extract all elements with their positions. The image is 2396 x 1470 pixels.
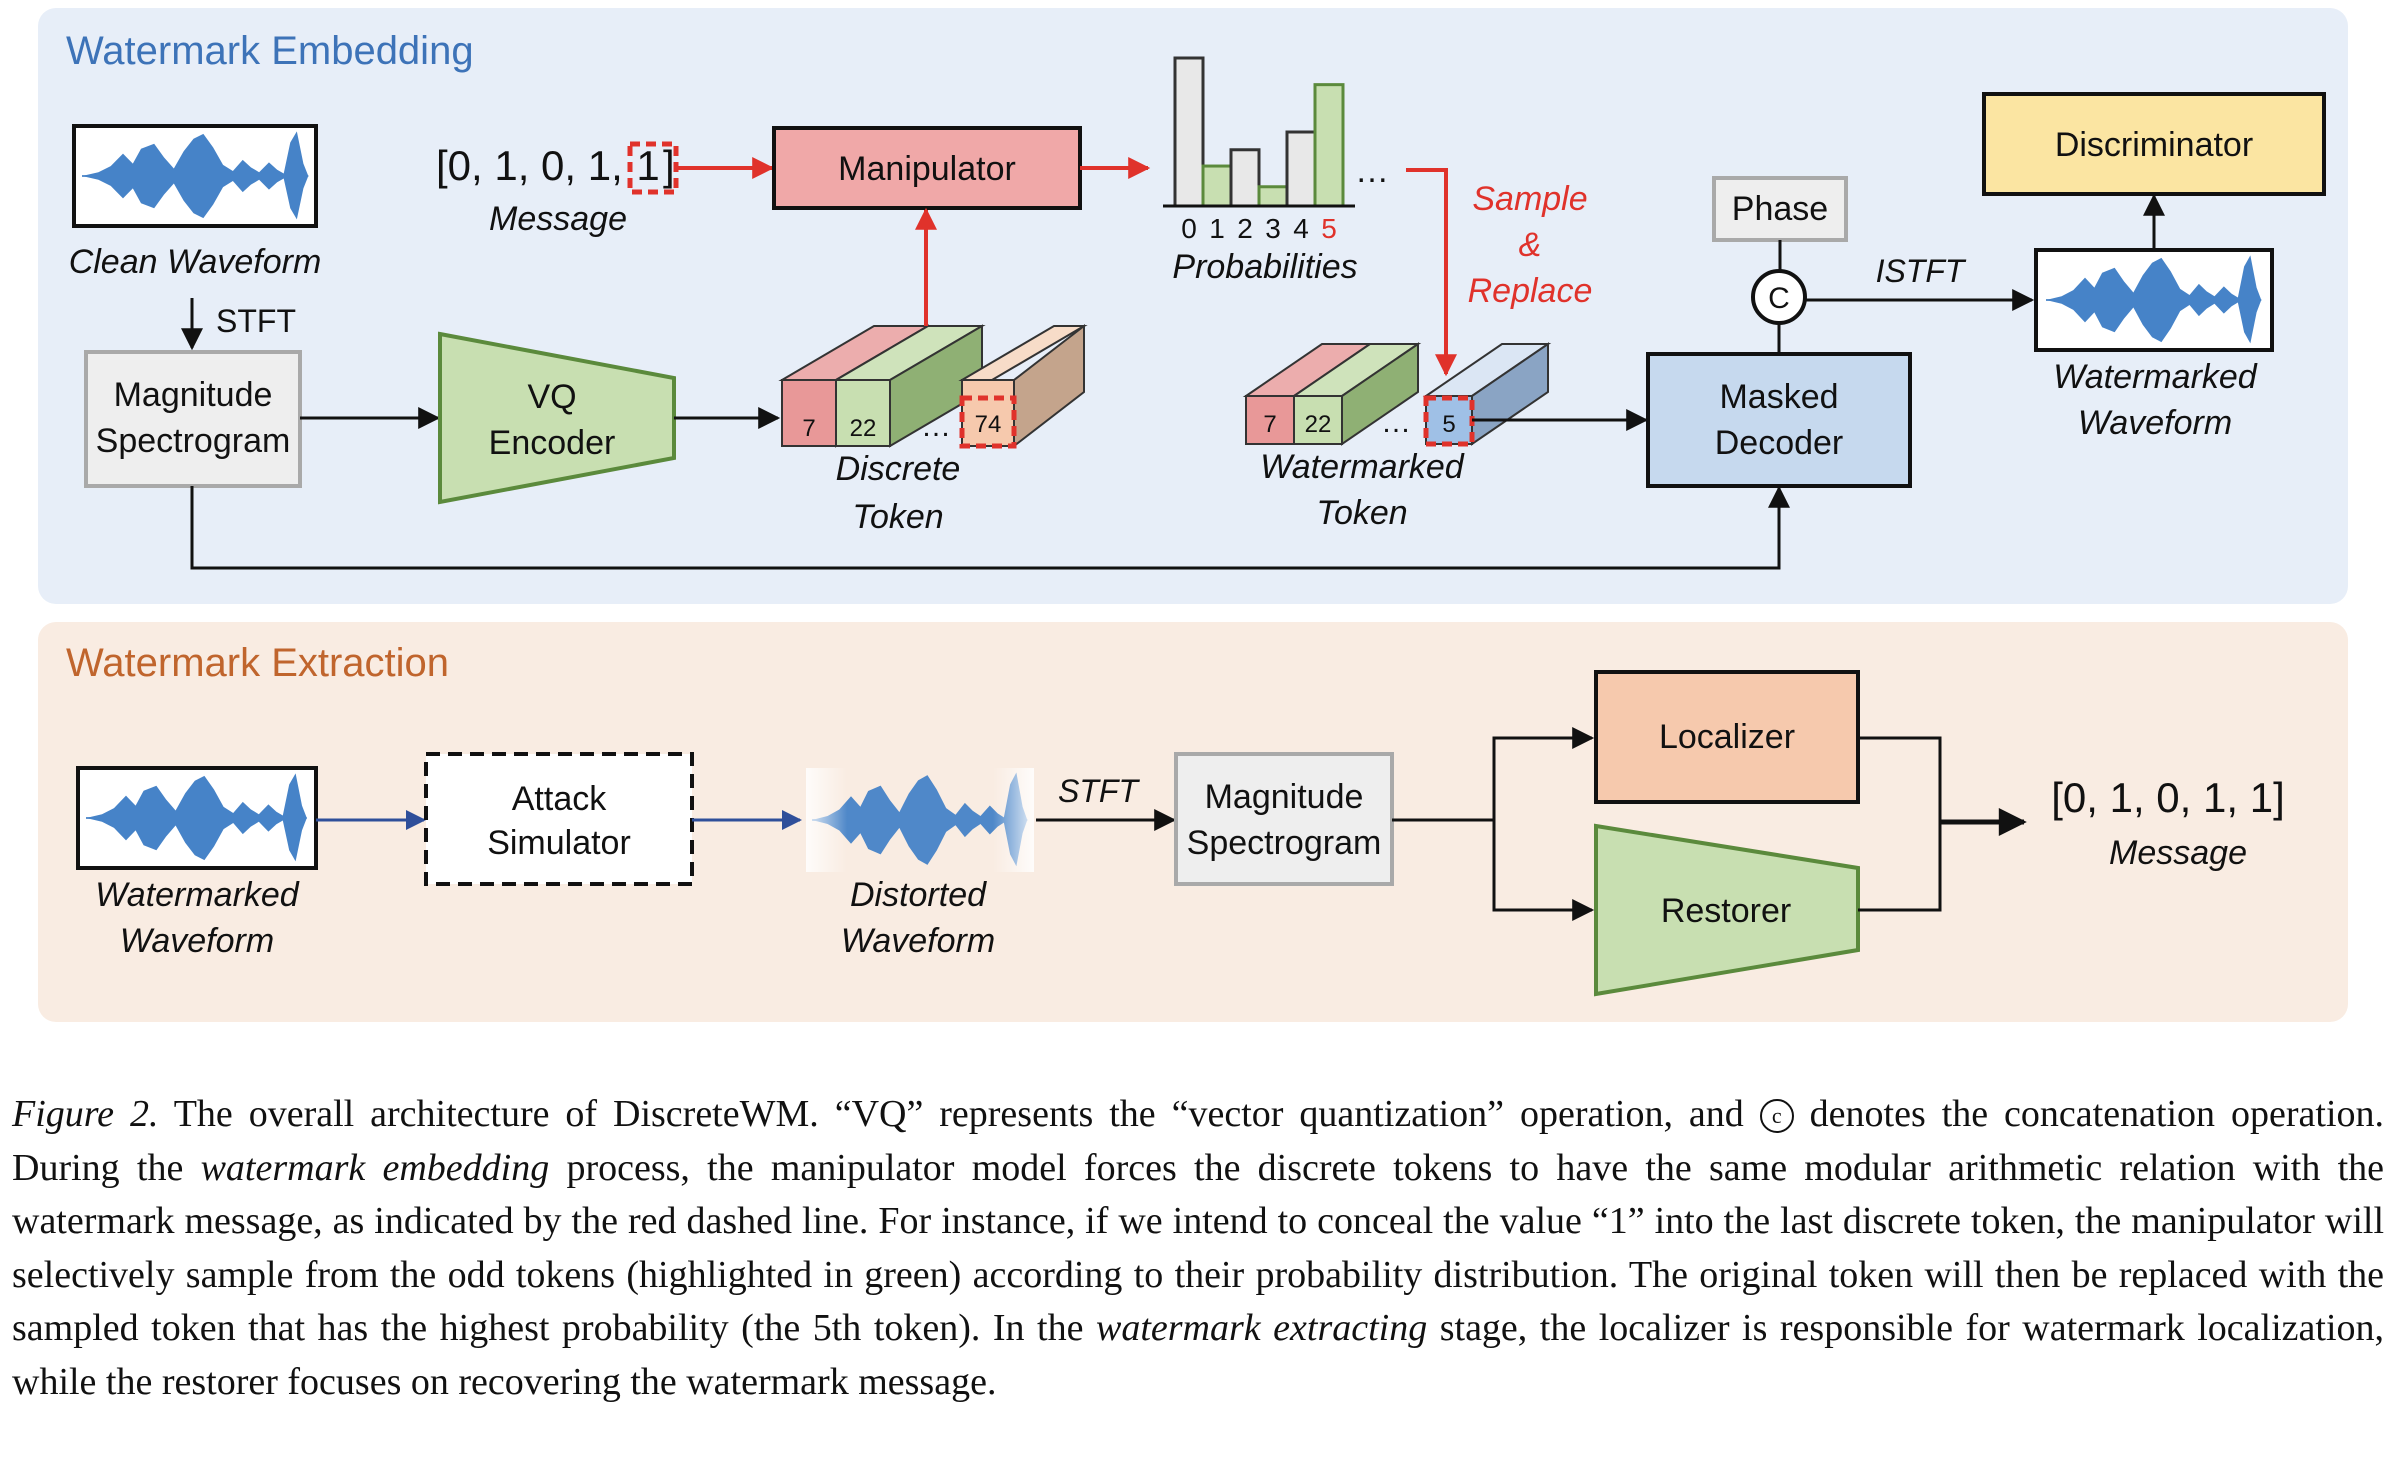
red-dashed-sample-path bbox=[1406, 168, 1457, 377]
embedding-message-last-bit: 1 bbox=[636, 142, 659, 189]
probability-tick-2: 2 bbox=[1237, 213, 1253, 244]
stft-label: STFT bbox=[216, 303, 296, 339]
discrete-token-1: 7 bbox=[802, 415, 815, 442]
probability-bar-1 bbox=[1201, 164, 1233, 208]
embedding-title: Watermark Embedding bbox=[66, 29, 474, 73]
watermarked-waveform-label-line1: Watermarked bbox=[2053, 358, 2258, 396]
circled-c-icon bbox=[1751, 269, 1807, 325]
caption-part2: denotes the concatenation operation. Dur… bbox=[12, 1093, 2384, 1189]
embedding-message-prefix: [0, 1, 0, 1, bbox=[436, 142, 623, 189]
restorer-label: Restorer bbox=[1661, 892, 1791, 930]
discrete-token-last: 74 bbox=[975, 411, 1002, 438]
extraction-magnitude-line2: Spectrogram bbox=[1187, 824, 1382, 862]
masked-decoder-label-line2: Decoder bbox=[1715, 424, 1844, 462]
vq-encoder bbox=[438, 331, 676, 505]
extraction-watermarked-label-line1: Watermarked bbox=[95, 876, 300, 914]
concat-symbol: C bbox=[1768, 282, 1790, 315]
discrete-token-ellipsis: … bbox=[921, 410, 951, 443]
masked-decoder-box bbox=[1646, 352, 1912, 488]
extraction-title: Watermark Extraction bbox=[66, 641, 449, 685]
masked-decoder-label-line1: Masked bbox=[1719, 378, 1838, 416]
watermarked-token-label-line2: Token bbox=[1316, 494, 1407, 532]
probabilities-ellipsis: … bbox=[1355, 152, 1389, 190]
magnitude-label-line2: Spectrogram bbox=[96, 422, 291, 460]
probability-bar-5 bbox=[1313, 83, 1345, 208]
distorted-waveform-label-line2: Waveform bbox=[841, 922, 995, 960]
probability-tick-1: 1 bbox=[1209, 213, 1225, 244]
figure-caption: Figure 2. The overall architecture of Di… bbox=[12, 1088, 2384, 1409]
embedding-message-close: ] bbox=[663, 142, 675, 189]
extraction-watermarked-label-line2: Waveform bbox=[120, 922, 274, 960]
discriminator-box bbox=[1982, 92, 2326, 196]
probability-bar-4 bbox=[1285, 130, 1317, 208]
architecture-diagram: Watermark Embedding Clean Waveform STFT … bbox=[38, 8, 2348, 1022]
attack-simulator-label-line2: Simulator bbox=[487, 824, 631, 862]
branch-to-restorer bbox=[1492, 820, 1595, 921]
probabilities-label: Probabilities bbox=[1172, 248, 1357, 286]
embedding-message-label: Message bbox=[489, 200, 627, 238]
magnitude-label-line1: Magnitude bbox=[114, 376, 273, 414]
probability-tick-0: 0 bbox=[1181, 213, 1197, 244]
probabilities-bar-chart bbox=[1163, 56, 1355, 208]
watermarked-token-ellipsis: … bbox=[1381, 406, 1411, 439]
message-last-bit-highlight bbox=[627, 141, 679, 195]
ampersand-label: & bbox=[1519, 226, 1542, 264]
caption-part1: The overall architecture of DiscreteWM. … bbox=[158, 1093, 1760, 1135]
skip-connection-to-decoder bbox=[190, 485, 1790, 570]
watermarked-token-label-line1: Watermarked bbox=[1260, 448, 1465, 486]
caption-part4: stage, the localizer is responsible for … bbox=[12, 1307, 2384, 1403]
istft-label: ISTFT bbox=[1876, 253, 1967, 289]
extraction-magnitude-line1: Magnitude bbox=[1205, 778, 1364, 816]
watermarked-waveform-label-line2: Waveform bbox=[2078, 404, 2232, 442]
caption-part3: process, the manipulator model forces th… bbox=[12, 1146, 2385, 1350]
discrete-token-last-highlight bbox=[959, 395, 1017, 449]
extraction-magnitude-box bbox=[1174, 752, 1394, 886]
watermarked-token-last: 5 bbox=[1442, 411, 1455, 438]
phase-box bbox=[1712, 176, 1848, 242]
restorer-box bbox=[1594, 823, 1860, 997]
caption-em-extracting: watermark extracting bbox=[1096, 1307, 1428, 1349]
magnitude-spectrogram-box bbox=[84, 350, 302, 488]
caption-figure-label: Figure 2. bbox=[12, 1093, 159, 1135]
distorted-waveform bbox=[806, 768, 1034, 872]
extracted-message-label: Message bbox=[2109, 834, 2247, 872]
probability-bar-2 bbox=[1229, 148, 1261, 208]
watermarked-token-2: 22 bbox=[1305, 411, 1332, 438]
clean-waveform-label: Clean Waveform bbox=[69, 243, 322, 281]
sample-label: Sample bbox=[1472, 180, 1587, 218]
manipulator-box bbox=[772, 126, 1082, 210]
extraction-stft-label: STFT bbox=[1058, 773, 1140, 809]
discriminator-label: Discriminator bbox=[2055, 126, 2253, 164]
probability-tick-3: 3 bbox=[1265, 213, 1281, 244]
probability-bar-3 bbox=[1257, 185, 1289, 208]
circled-c-icon: c bbox=[1759, 1099, 1794, 1133]
discrete-token-2: 22 bbox=[850, 415, 877, 442]
watermarked-token-1: 7 bbox=[1263, 411, 1276, 438]
vq-encoder-label-line1: VQ bbox=[527, 378, 576, 416]
manipulator-label: Manipulator bbox=[838, 150, 1016, 188]
localizer-label: Localizer bbox=[1659, 718, 1795, 756]
branch-to-localizer bbox=[1492, 727, 1595, 820]
attack-simulator-box bbox=[424, 752, 694, 886]
discrete-token-label-line2: Token bbox=[852, 498, 943, 536]
probability-bar-0 bbox=[1173, 56, 1205, 208]
distorted-waveform-label-line1: Distorted bbox=[850, 876, 987, 914]
vq-encoder-label-line2: Encoder bbox=[489, 424, 616, 462]
replace-label: Replace bbox=[1468, 272, 1593, 310]
caption-em-embedding: watermark embedding bbox=[200, 1146, 550, 1189]
discrete-token-block: 7 22 … 74 bbox=[778, 323, 1088, 449]
probability-tick-4: 4 bbox=[1293, 213, 1309, 244]
attack-simulator-label-line1: Attack bbox=[512, 780, 607, 818]
discrete-token-label-line1: Discrete bbox=[836, 450, 961, 488]
extracted-message: [0, 1, 0, 1, 1] bbox=[2051, 774, 2284, 821]
probability-tick-5: 5 bbox=[1321, 213, 1337, 244]
phase-label: Phase bbox=[1732, 190, 1828, 228]
